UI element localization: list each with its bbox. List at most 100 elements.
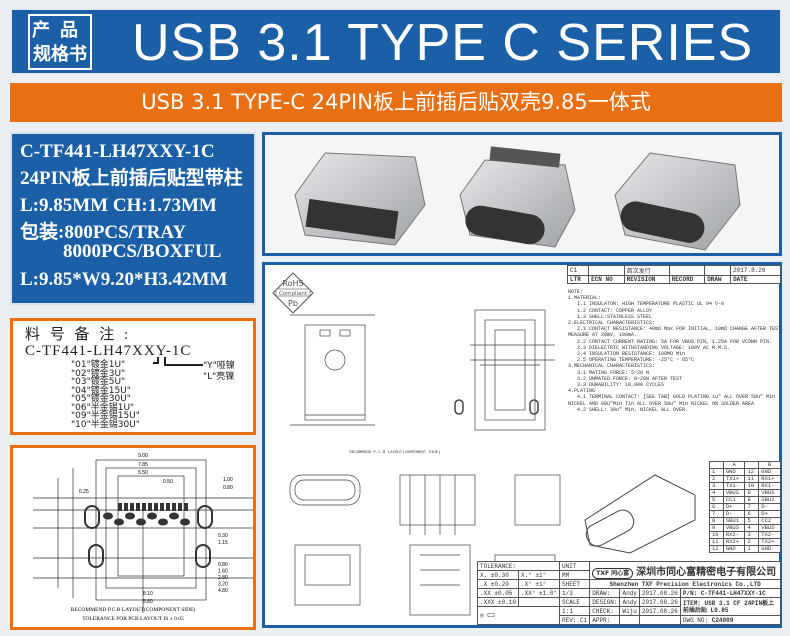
cell: APPR: [589, 615, 621, 625]
cell: Andy [619, 597, 640, 607]
cell: Wiju [619, 606, 640, 616]
note-heading: 料 号 备 注 : [25, 327, 132, 343]
note-part-number: C-TF441-LH47XXY-1C [25, 343, 192, 359]
cell: UNIT [559, 561, 591, 571]
pcb-pad [142, 503, 146, 511]
dim-label: 5.80 [143, 599, 153, 605]
dimensions: L:9.85*W9.20*H3.42MM [20, 269, 228, 290]
product-photos [262, 132, 782, 256]
cell: CHECK: [589, 606, 621, 616]
cell [638, 615, 681, 625]
pcb-pad [124, 503, 128, 511]
dim-label: 0.25 [79, 489, 89, 495]
pcb-layout-drawing: RECOMMEND P.C.B LAYOUT(COMPONENT SIDE) T… [33, 453, 253, 622]
cell: GND [722, 545, 746, 553]
dwg-no: C24009 [711, 616, 734, 624]
pcb-caption: RECOMMEND P.C.B LAYOUT(COMPONENT SIDE) [71, 606, 196, 613]
connector-views: RECOMMEND P.C.B LAYOUT(COMPONENT SIDE) [289, 309, 561, 616]
pcb-pad [114, 518, 124, 526]
pcb-pad [103, 512, 113, 520]
dim-label: 1.15 [218, 540, 228, 546]
cell: .XX ±0.05 [476, 588, 520, 598]
dim-label: 1.60 [218, 569, 228, 575]
packing-box: 8000PCS/BOXFUL [63, 241, 222, 262]
pcb-pad [160, 503, 164, 511]
cell: GND [758, 545, 781, 553]
dwg-no-label: DWG NO: [682, 616, 709, 624]
option: "03"镀金5U" [71, 377, 126, 387]
pcb-pad [158, 518, 168, 526]
company-cell: TXF 同心富深圳市同心富精密电子有限公司 [589, 561, 781, 580]
company-logo: TXF 同心富 [592, 568, 634, 579]
pcb-tolerance: TOLERANCE FOR PCB LAYOUT IS ± 0.05 [82, 616, 184, 622]
title-block-table: TOLERANCE:UNIT TXF 同心富深圳市同心富精密电子有限公司 X. … [476, 561, 782, 625]
cell: SCALE [559, 597, 591, 607]
drawing-notes: NOTE: 1.MATERIAL: 1.1 INSULATOR: HIGH TE… [568, 289, 785, 413]
pcb-pad [136, 518, 146, 526]
option: "Y"哑镍 [203, 361, 235, 371]
cell: 1 [744, 545, 760, 553]
cell: DESIGN: [589, 597, 621, 607]
connector-isometric [584, 474, 696, 554]
cell [668, 265, 706, 276]
cell: DATE [730, 275, 781, 284]
option-bracket [153, 357, 203, 366]
cell: MM [559, 570, 591, 580]
option: "05"镀金30U" [71, 394, 131, 404]
subtitle-banner: USB 3.1 TYPE-C 24PIN板上前插后贴双壳9.85一体式 [10, 83, 782, 122]
plating-options: "01"镀金1U" "02"镀金3U" "03"镀金5U" "04"镀金15U"… [71, 361, 140, 429]
title-block: TOLERANCE:UNIT TXF 同心富深圳市同心富精密电子有限公司 X. … [476, 561, 782, 625]
pcb-pad [154, 503, 158, 511]
connector-photos [294, 146, 741, 251]
technical-drawing: RoHS Compliant Pb RECOMMEND P.C.B LAYOUT… [262, 262, 785, 628]
spec-panel: C-TF441-LH47XXY-1C 24PIN板上前插后贴型带柱 L:9.85… [10, 132, 256, 305]
cell: .X° ±1° [518, 579, 561, 589]
spec-sheet-tag-text: 产品规格书 [32, 20, 88, 65]
rohs-compliant-text: Compliant [279, 291, 308, 297]
packing: 包装:800PCS/TRAY [20, 222, 187, 243]
connector-photo-top [459, 146, 576, 248]
cell: 首次发行 [623, 265, 670, 276]
company-name-cn: 深圳市同心富精密电子有限公司 [636, 567, 777, 578]
option: "06"半金锡1U" [71, 402, 135, 413]
part-number-note: 料 号 备 注 : C-TF441-LH47XXY-1C "01"镀金1U" "… [10, 318, 256, 435]
dim-label: 2.80 [218, 575, 228, 581]
dim-label: 1.00 [223, 477, 233, 483]
company-name-en: Shenzhen TXF Precision Electronics Co.,L… [589, 579, 781, 589]
option: "01"镀金1U" [71, 360, 126, 370]
cell [704, 265, 732, 276]
option: "09"半金锡15U" [71, 411, 140, 421]
projection-symbol: ◎ ⊏⊐ [476, 606, 561, 625]
pcb-pad [130, 503, 134, 511]
dim-label: 0.50 [163, 479, 173, 485]
cell [588, 265, 625, 276]
title-banner: 产品规格书 USB 3.1 TYPE C SERIES [10, 8, 782, 75]
pcb-caption-small: RECOMMEND P.C.B LAYOUT(COMPONENT SIDE) [349, 450, 440, 455]
option: "10"半金锡30U" [71, 419, 140, 430]
dim-label: 0.80 [223, 485, 233, 491]
rohs-text: RoHS [282, 279, 303, 288]
option: "L"亮镍 [203, 372, 235, 382]
dim-label: 0.80 [218, 562, 228, 568]
dim-label: 8.10 [143, 591, 153, 597]
dim-label: 4.80 [218, 588, 228, 594]
pcb-pad [178, 503, 182, 511]
cell: DRAW: [589, 588, 621, 598]
cell: RECORD [668, 275, 706, 284]
page-title: USB 3.1 TYPE C SERIES [132, 14, 754, 72]
cell: .XX° ±1.0° [518, 588, 561, 598]
dim-label: 5.50 [138, 470, 148, 476]
dim-label: 9.00 [138, 453, 148, 459]
cell: REV: C1 [559, 615, 591, 625]
pcb-pad [166, 503, 170, 511]
connector-photo-front [614, 152, 741, 251]
cell: REVISION [623, 275, 670, 284]
pcb-pad [169, 512, 179, 520]
dim-label: 7.85 [138, 462, 148, 468]
cell: C1 [566, 265, 590, 276]
cell: 12 [709, 545, 724, 553]
cell: 2017.8.26 [730, 265, 781, 276]
description: 24PIN板上前插后贴型带柱 [20, 168, 243, 189]
